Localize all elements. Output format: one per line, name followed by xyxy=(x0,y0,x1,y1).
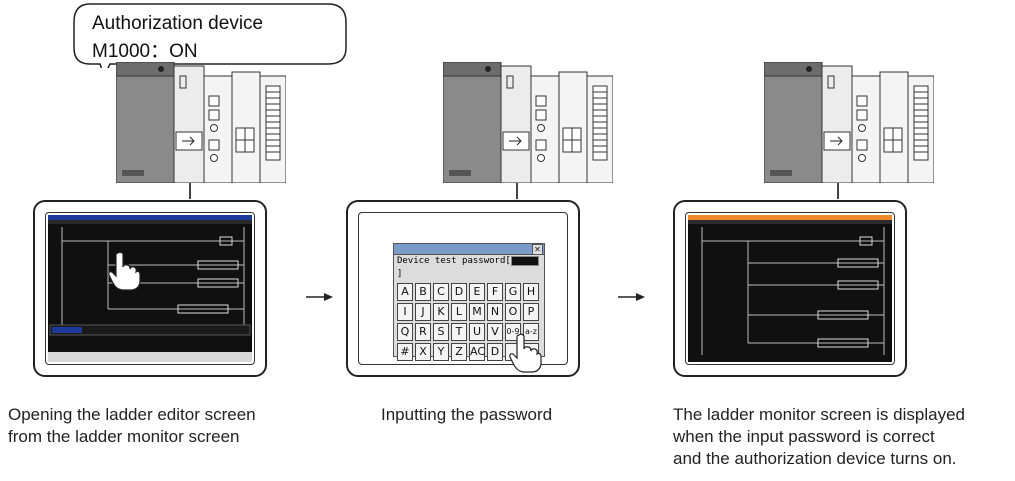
keypad-key[interactable]: Z xyxy=(451,343,467,361)
callout-bubble xyxy=(73,3,347,68)
keypad-key[interactable]: P xyxy=(523,303,539,321)
callout-line2: M1000：ON xyxy=(92,41,198,62)
keypad-key[interactable]: I xyxy=(397,303,413,321)
editor-menubar xyxy=(48,220,252,224)
keypad-key[interactable]: O xyxy=(505,303,521,321)
keypad-key[interactable]: F xyxy=(487,283,503,301)
pointing-hand-icon xyxy=(108,251,141,291)
ladder-monitor-display xyxy=(688,215,892,362)
got-panel-monitor xyxy=(673,200,907,377)
keypad-key[interactable]: K xyxy=(433,303,449,321)
right-arrow-icon xyxy=(306,293,333,301)
keypad-key[interactable]: H xyxy=(523,283,539,301)
editor-screen xyxy=(45,212,255,365)
keypad-key[interactable]: # xyxy=(397,343,413,361)
keypad-key[interactable]: B xyxy=(415,283,431,301)
monitor-titlebar xyxy=(688,215,892,220)
keypad-key[interactable]: G xyxy=(505,283,521,301)
keypad-key[interactable]: L xyxy=(451,303,467,321)
keypad-key[interactable]: X xyxy=(415,343,431,361)
ladder-circuit xyxy=(49,227,251,336)
pointing-hand-icon xyxy=(509,333,542,373)
keypad-key[interactable]: a-z xyxy=(523,323,539,341)
keypad-key[interactable]: R xyxy=(415,323,431,341)
cable-1 xyxy=(189,183,191,199)
keypad-key[interactable]: N xyxy=(487,303,503,321)
plc-unit-3 xyxy=(764,62,934,183)
editor-statusbar xyxy=(48,352,252,362)
keypad-key[interactable]: T xyxy=(451,323,467,341)
keypad-key[interactable]: E xyxy=(469,283,485,301)
keypad-key[interactable]: S xyxy=(433,323,449,341)
keypad-key[interactable]: V xyxy=(487,323,503,341)
got-panel-editor xyxy=(33,200,267,377)
editor-titlebar xyxy=(48,215,252,220)
keypad-key[interactable]: U xyxy=(469,323,485,341)
keypad-key[interactable]: D xyxy=(451,283,467,301)
close-icon[interactable]: ✕ xyxy=(532,244,543,255)
ladder-editor-display xyxy=(48,215,252,362)
keypad-key[interactable]: C xyxy=(433,283,449,301)
caption-step-2: Inputting the password xyxy=(381,405,553,424)
keypad-key[interactable]: D xyxy=(487,343,503,361)
password-prompt: Device test password[] xyxy=(394,255,544,281)
keypad-key[interactable]: Y xyxy=(433,343,449,361)
plc-unit-2 xyxy=(443,62,613,183)
keypad-key[interactable]: M xyxy=(469,303,485,321)
caption-step-3: The ladder monitor screen is displayed w… xyxy=(673,405,965,468)
callout-line1: Authorization device xyxy=(92,13,264,34)
plc-unit-1 xyxy=(116,62,286,183)
caption-step-1: Opening the ladder editor screen from th… xyxy=(8,405,256,446)
keypad-key[interactable]: J xyxy=(415,303,431,321)
password-prompt-end: ] xyxy=(397,269,403,279)
keypad-titlebar: ✕ xyxy=(394,244,544,255)
ladder-circuit xyxy=(701,227,885,355)
callout-text: Authorization device M1000：ON xyxy=(92,10,263,66)
keypad-key[interactable]: AC xyxy=(469,343,485,361)
keypad-key[interactable]: Q xyxy=(397,323,413,341)
password-input[interactable] xyxy=(510,255,539,266)
password-prompt-label: Device test password[ xyxy=(397,256,511,266)
keypad-key[interactable]: A xyxy=(397,283,413,301)
monitor-screen xyxy=(685,212,895,365)
right-arrow-icon xyxy=(618,293,645,301)
cable-2 xyxy=(516,183,518,199)
monitor-menubar xyxy=(688,220,892,224)
cable-3 xyxy=(837,183,839,199)
